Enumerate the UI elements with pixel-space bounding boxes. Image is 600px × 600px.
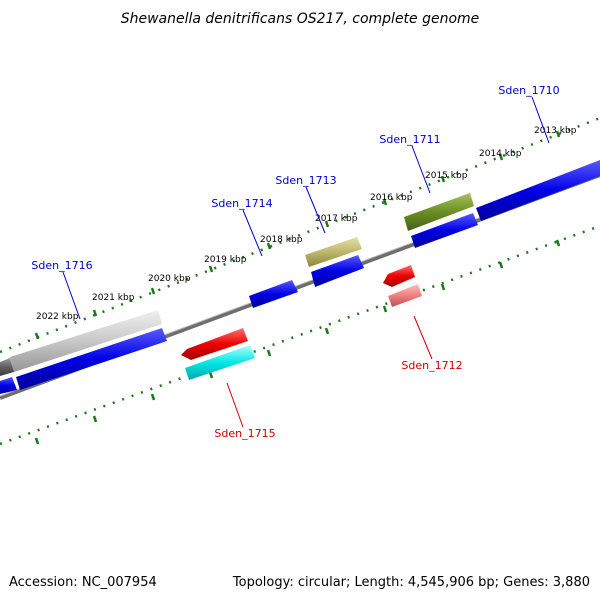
kbp-label: 2017 kbp: [315, 214, 358, 224]
diagram-title: Shewanella denitrificans OS217, complete…: [121, 11, 480, 27]
gene-label-sden-1713[interactable]: Sden_1713: [275, 174, 336, 187]
gene-label-sden-1715[interactable]: Sden_1715: [214, 427, 275, 440]
gene-feature-olive[interactable]: [404, 193, 474, 231]
kbp-label: 2020 kbp: [148, 274, 191, 284]
minus-gene-callouts: [226, 315, 433, 428]
kbp-label: 2022 kbp: [36, 312, 79, 322]
topology-text: Topology: circular; Length: 4,545,906 bp…: [232, 575, 590, 590]
gene-feature-dark[interactable]: [0, 358, 14, 376]
gene-feature-blue[interactable]: [0, 377, 17, 394]
gene-feature-blue[interactable]: [249, 280, 298, 308]
gene-feature-blue[interactable]: [411, 213, 478, 248]
gene-label-sden-1712[interactable]: Sden_1712: [401, 359, 462, 372]
kbp-label: 2021 kbp: [92, 293, 135, 303]
kbp-label: 2019 kbp: [204, 255, 247, 265]
gene-feature-red[interactable]: [383, 265, 415, 287]
gene-label-sden-1710[interactable]: Sden_1710: [498, 84, 559, 97]
gene-feature-cyan[interactable]: [185, 345, 255, 380]
gene-feature-blue[interactable]: [311, 255, 364, 287]
gene-label-sden-1714[interactable]: Sden_1714: [211, 197, 272, 210]
gene-feature-pink[interactable]: [388, 284, 422, 307]
kbp-label: 2015 kbp: [425, 171, 468, 181]
kbp-label: 2016 kbp: [370, 193, 413, 203]
plus-gene-callouts: [62, 96, 550, 320]
gene-feature-blue[interactable]: [16, 328, 167, 390]
lower-major-ticks: [34, 239, 561, 445]
upper-major-ticks: [34, 130, 561, 340]
accession-text: Accession: NC_007954: [9, 575, 157, 590]
gene-label-sden-1711[interactable]: Sden_1711: [379, 133, 440, 146]
gene-feature-red[interactable]: [181, 328, 248, 360]
gene-feature-silver[interactable]: [10, 310, 162, 372]
gene-label-sden-1716[interactable]: Sden_1716: [31, 259, 92, 272]
gene-feature-khaki[interactable]: [305, 237, 362, 267]
gene-feature-blue[interactable]: [476, 160, 600, 221]
kbp-label: 2014 kbp: [479, 149, 522, 159]
kbp-label: 2018 kbp: [260, 235, 303, 245]
kbp-label: 2013 kbp: [534, 126, 577, 136]
